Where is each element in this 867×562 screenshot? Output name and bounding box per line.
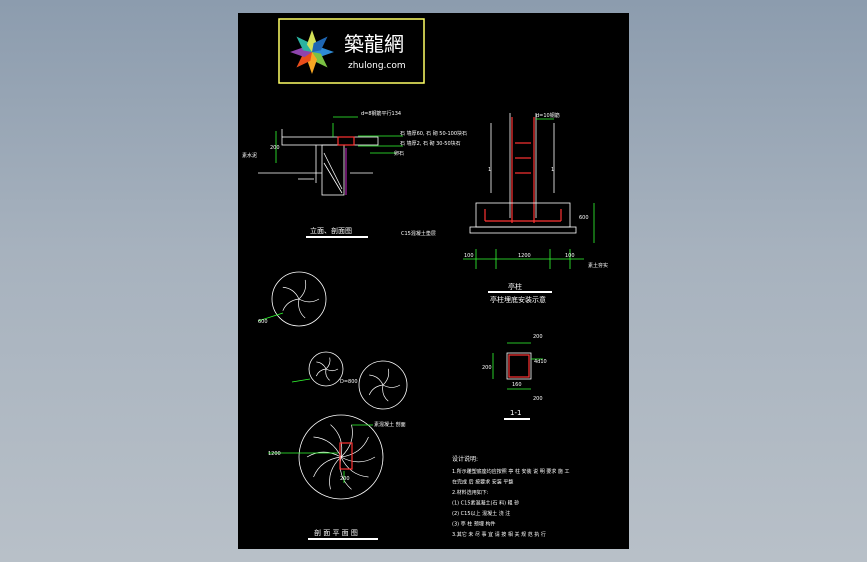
cad-drawing: 築龍網 zhulong.com d=8钢筋平行134 石 墙厚60, 石 砌 5…: [242, 18, 608, 540]
plan-title: 剖 面 平 面 图: [314, 528, 358, 537]
column-title: 亭柱: [508, 282, 522, 291]
notes-line: 在完成 后 按要求 安装 平整: [452, 479, 513, 486]
plant-stroke: [315, 368, 327, 377]
section-1-1: 200 200 160 200 4d10 1-1: [482, 334, 547, 420]
facade-label-r1: 石 墙厚60, 石 砌 50-100块石: [400, 130, 467, 137]
plant-stroke: [313, 456, 342, 478]
column-dim-h: 600: [579, 215, 589, 221]
facade-label-base: 素水泥: [242, 152, 257, 159]
plant-stroke: [282, 298, 300, 311]
plant-stroke: [316, 361, 327, 370]
plant-stroke: [298, 279, 307, 300]
s11-label-rebar: 4d10: [534, 359, 547, 365]
plant-stroke: [368, 384, 384, 396]
plan-label-slope: D=800: [340, 379, 358, 385]
column-dim-left: 100: [464, 253, 474, 259]
plan-view: 600 D=800 1200 素混凝土 剖面 200 剖 面 平 面 图: [257, 271, 408, 540]
plan-dim-small: 600: [258, 319, 268, 325]
facade-label-r2: 石 墙厚2, 石 砌 30-50块石: [400, 140, 461, 147]
notes-line: 3.其它 未 尽 事 宜 请 按 相 关 规 范 执 行: [452, 531, 546, 538]
logo-flower-icon: [290, 30, 334, 74]
facade-title: 立面、剖面图: [310, 226, 352, 235]
facade-label-r3: 卵石: [394, 150, 404, 157]
drawing-canvas: 築龍網 zhulong.com d=8钢筋平行134 石 墙厚60, 石 砌 5…: [238, 13, 629, 549]
column-dim-mid: 1200: [518, 253, 531, 259]
plant-stroke: [382, 368, 390, 386]
plan-label-pipe: 素混凝土 剖面: [374, 421, 406, 428]
plant-stroke: [325, 368, 339, 372]
logo-url: zhulong.com: [348, 61, 406, 71]
plant-stroke: [313, 436, 342, 458]
notes-heading: 设计说明:: [452, 455, 478, 463]
facade-dim-v: 200: [270, 145, 280, 151]
design-notes: 设计说明: 1.所示雕塑底座均应按照 亭 柱 安装 说 明 要求 施 工 在完成…: [452, 455, 570, 538]
plant-stroke: [306, 451, 342, 458]
plant-stroke: [340, 436, 369, 458]
s11-dim-inner: 160: [512, 382, 522, 388]
column-label-foundation: C15混凝土垫层: [401, 230, 436, 237]
column-dim-right: 100: [565, 253, 575, 259]
plant-stroke: [325, 368, 330, 381]
column-dim-a: 1: [488, 167, 491, 173]
facade-label-top: d=8钢筋平行134: [361, 110, 401, 117]
s11-dim-side: 200: [482, 365, 492, 371]
logo-petal: [312, 52, 328, 68]
plant-stroke: [340, 424, 353, 458]
plan-dim-left: 1200: [268, 451, 281, 457]
column-label-bottom: 素土夯实: [588, 262, 608, 269]
logo: 築龍網 zhulong.com: [278, 18, 425, 84]
logo-petal: [312, 36, 328, 52]
facade-section: d=8钢筋平行134 石 墙厚60, 石 砌 50-100块石 石 墙厚2, 石…: [242, 110, 467, 238]
notes-line: (1) C15素混凝土(石 料) 粗 砂: [452, 500, 519, 507]
logo-name: 築龍網: [344, 32, 404, 56]
notes-line: (2) C15以上 混凝土 浇 注: [452, 510, 510, 517]
plan-dim-bottom: 200: [340, 476, 350, 482]
plant-stroke: [325, 357, 331, 370]
notes-line: 1.所示雕塑底座均应按照 亭 柱 安装 说 明 要求 施 工: [452, 468, 570, 475]
column-subtitle: 亭柱埋底安装示意: [490, 295, 546, 304]
plant-stroke: [329, 456, 342, 490]
plant-stroke: [339, 456, 352, 490]
plant-stroke: [382, 384, 389, 402]
plant-stroke: [382, 384, 401, 388]
s11-title: 1-1: [510, 409, 521, 417]
notes-line: (3) 亭 柱 预埋 构件: [452, 521, 495, 528]
plant-stroke: [340, 456, 369, 478]
plant-stroke: [369, 374, 384, 386]
logo-petal: [296, 52, 312, 68]
column-label-top: d=10钢筋: [536, 112, 560, 119]
column-dim-b: 1: [551, 167, 554, 173]
plant-stroke: [298, 298, 320, 303]
s11-dim-bottom: 200: [533, 396, 543, 402]
notes-line: 2.材料选用如下:: [452, 489, 489, 496]
plant-stroke: [282, 286, 300, 300]
plant-stroke: [330, 424, 343, 458]
plant-stroke: [340, 456, 376, 463]
plant-stroke: [298, 298, 306, 319]
logo-petal: [296, 36, 312, 52]
s11-dim-top: 200: [533, 334, 543, 340]
column-section: d=10钢筋 C15混凝土垫层 100 1200 100 600 素土夯实 1 …: [401, 112, 608, 304]
